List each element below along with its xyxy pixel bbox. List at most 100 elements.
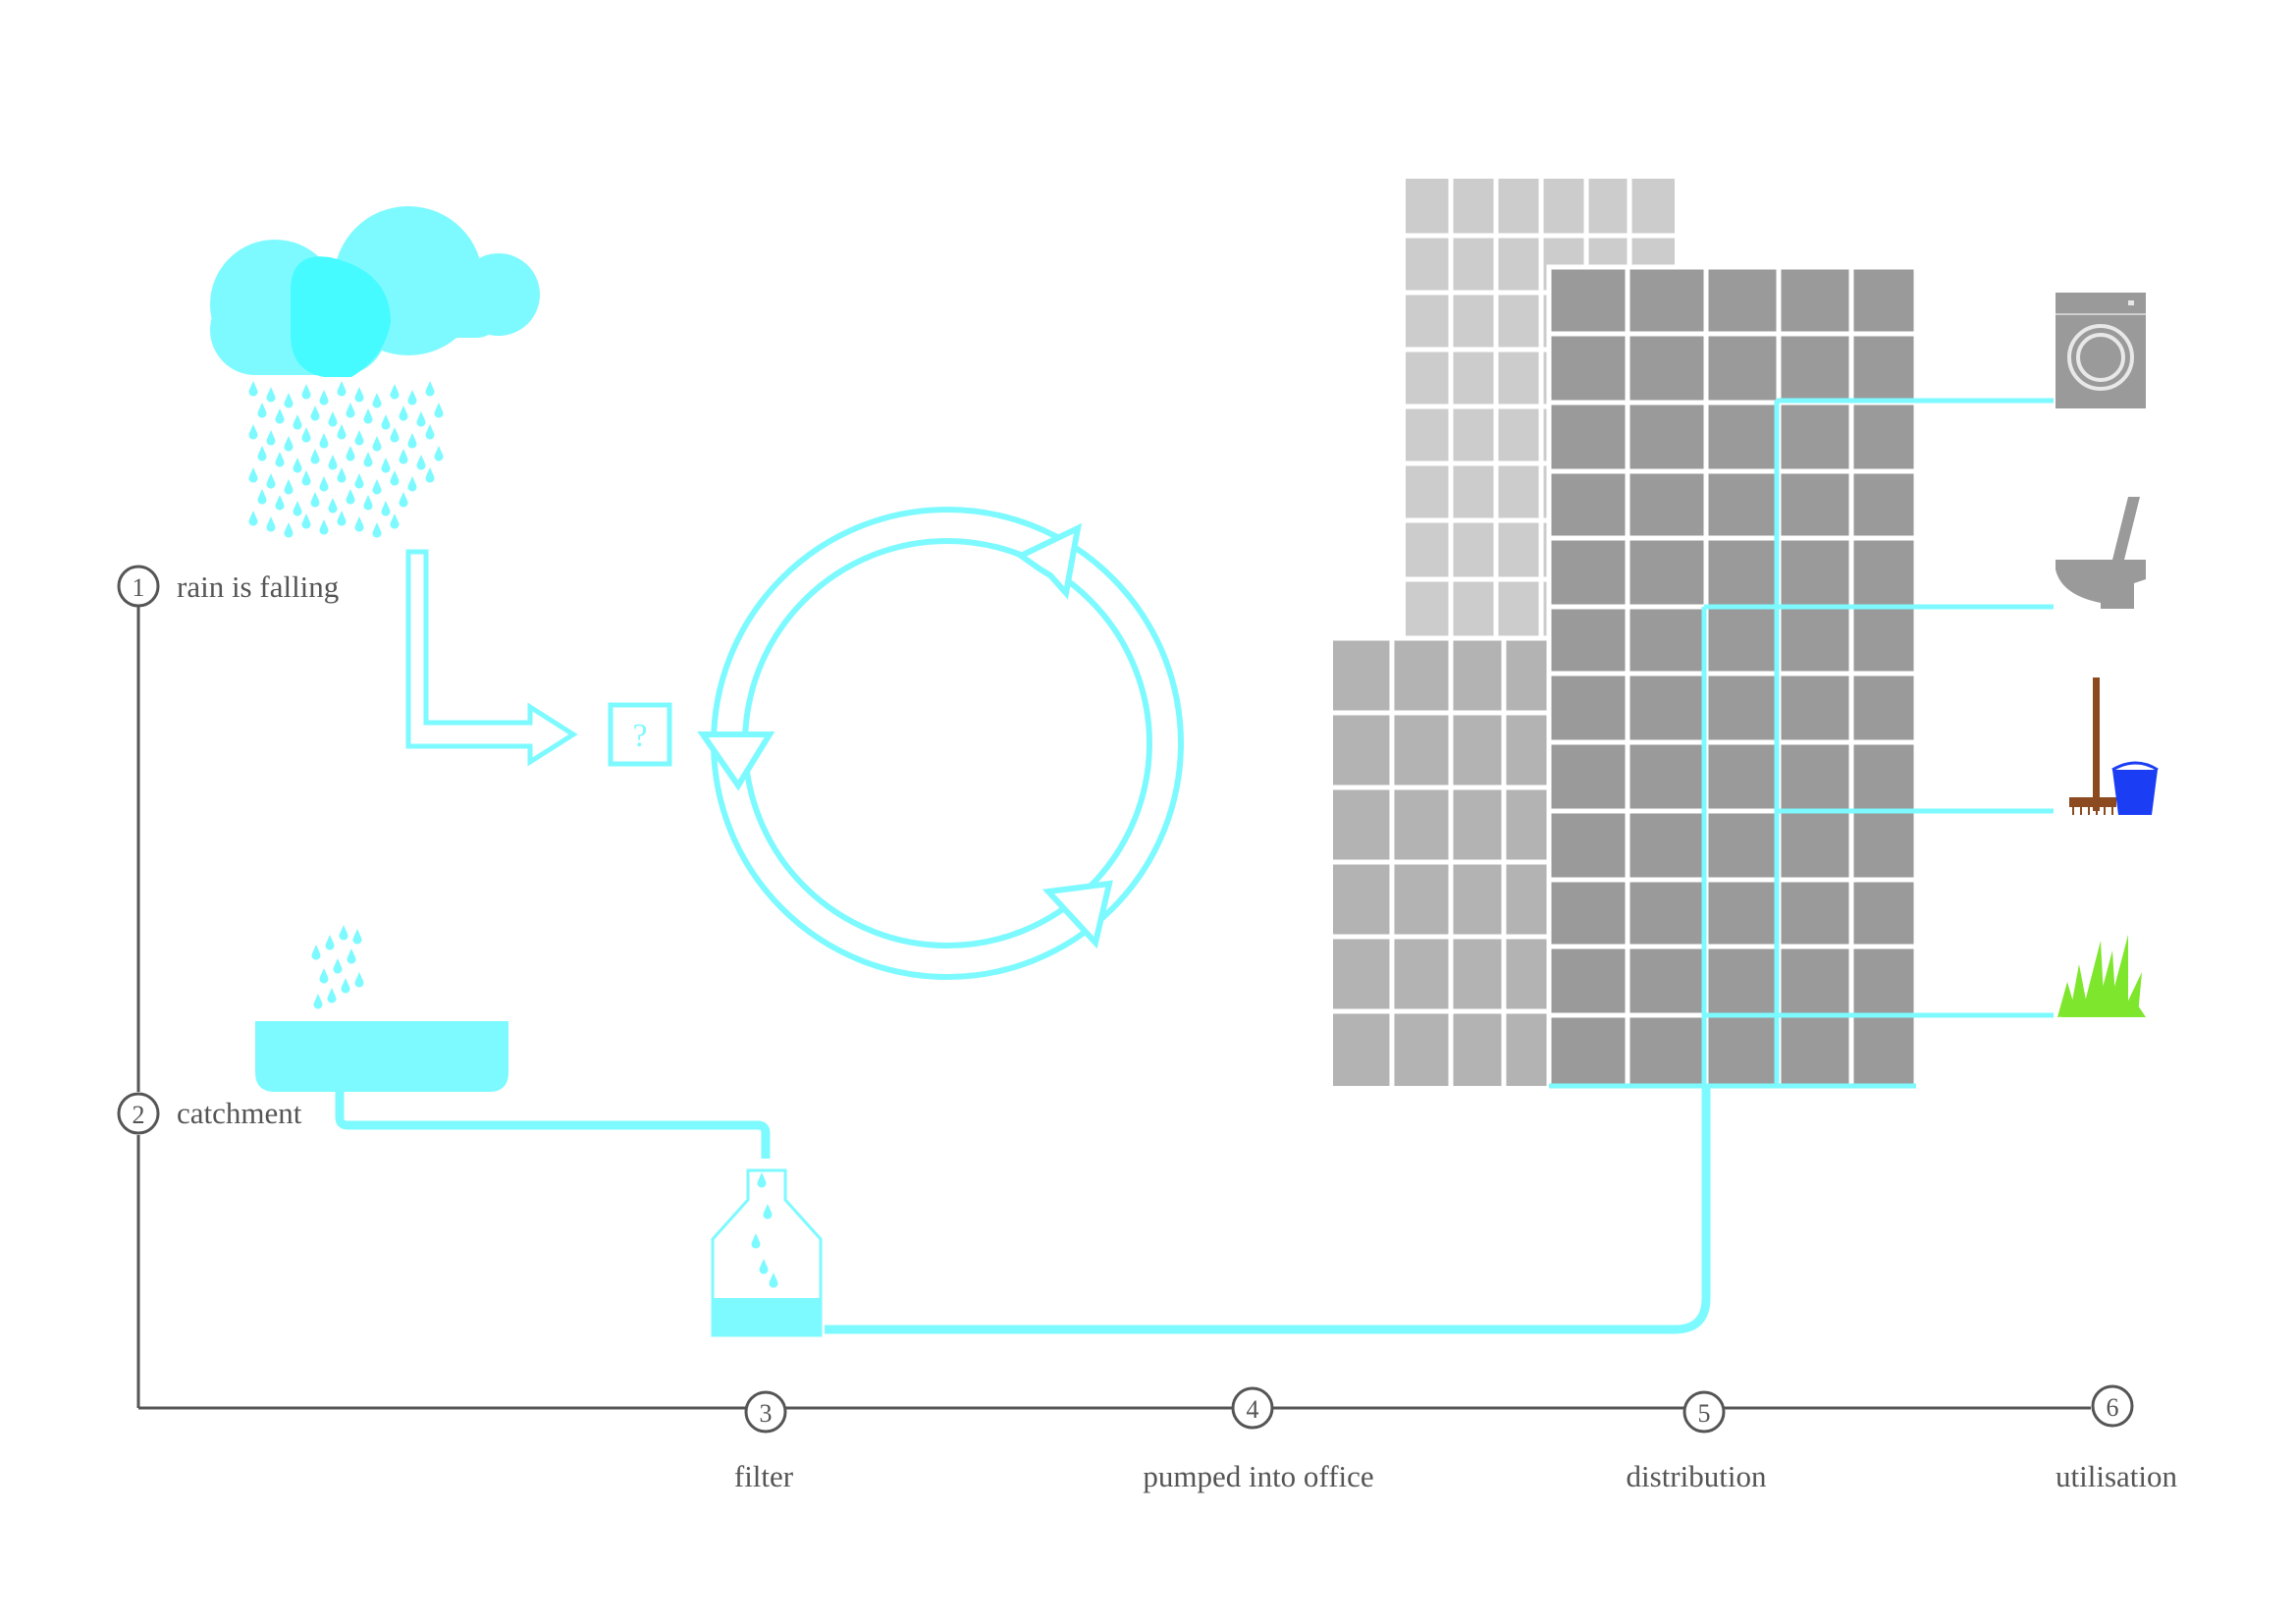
water-drop: [407, 390, 417, 406]
water-drop: [248, 511, 258, 526]
water-drop: [757, 1172, 767, 1188]
water-drop: [381, 501, 391, 516]
step-1: 1 rain is falling: [117, 565, 339, 608]
water-drop: [328, 411, 338, 427]
step-label: rain is falling: [177, 569, 339, 604]
water-drop: [416, 455, 426, 470]
water-drop: [319, 476, 329, 492]
water-drop: [319, 390, 329, 406]
water-drop: [372, 479, 382, 495]
water-drop: [390, 384, 400, 400]
water-drop: [390, 470, 400, 486]
water-drop: [337, 467, 347, 483]
step-number: 3: [760, 1399, 773, 1428]
step-2: 2 catchment: [117, 1092, 302, 1135]
step-label: utilisation: [2056, 1459, 2178, 1493]
toilet-icon: [2056, 497, 2146, 609]
water-drop: [354, 516, 364, 532]
filter-drops-icon: [751, 1172, 778, 1288]
step-number: 5: [1698, 1399, 1711, 1428]
water-drop: [354, 473, 364, 489]
water-drop: [310, 492, 320, 508]
water-drop: [407, 433, 417, 449]
water-drop: [341, 978, 350, 994]
step-label: catchment: [177, 1096, 302, 1130]
step-5: 5 distribution: [1627, 1390, 1767, 1493]
water-drop: [434, 403, 444, 418]
step-number: 6: [2107, 1393, 2119, 1422]
broom-and-bucket-icon: [2069, 677, 2159, 815]
water-drop: [313, 994, 323, 1009]
step-6: 6 utilisation: [2056, 1384, 2178, 1493]
water-drop: [337, 381, 347, 397]
water-drop: [372, 436, 382, 452]
water-drop: [352, 929, 362, 945]
water-drop: [333, 958, 343, 974]
water-drop: [257, 489, 267, 505]
pump-pipe: [825, 1086, 1711, 1334]
water-drop: [363, 408, 373, 424]
water-drop: [310, 449, 320, 464]
water-drop: [275, 452, 285, 467]
step-label: distribution: [1627, 1459, 1767, 1493]
water-drop: [372, 522, 382, 538]
water-drop: [759, 1259, 769, 1274]
distribution-pipes: [1549, 398, 2054, 1089]
water-drop: [319, 968, 329, 984]
grass-icon: [2057, 935, 2146, 1017]
building-left: [1333, 635, 1551, 1086]
water-drop: [301, 427, 311, 443]
water-drop: [339, 925, 348, 941]
water-drop: [372, 393, 382, 408]
building-main: [1546, 264, 1919, 1089]
water-drop: [363, 452, 373, 467]
water-drop: [301, 384, 311, 400]
elbow-arrow-icon: [405, 549, 578, 767]
water-drop: [319, 519, 329, 535]
water-drop: [293, 414, 302, 430]
water-drop: [354, 972, 364, 988]
water-drop: [266, 473, 276, 489]
water-drop: [284, 479, 294, 495]
unknown-step-box: ?: [608, 702, 672, 767]
water-drop: [347, 948, 356, 964]
water-drop: [266, 516, 276, 532]
water-drop: [328, 455, 338, 470]
water-drop: [751, 1233, 761, 1249]
water-drop: [407, 476, 417, 492]
water-drop: [381, 414, 391, 430]
water-drop: [346, 489, 355, 505]
water-drop: [434, 446, 444, 461]
step-number: 1: [133, 573, 145, 602]
water-drop: [346, 403, 355, 418]
water-drop: [363, 495, 373, 511]
water-drop: [763, 1204, 773, 1219]
water-drop: [310, 406, 320, 421]
water-drop: [266, 387, 276, 403]
water-drop: [399, 492, 408, 508]
water-drop: [325, 935, 335, 950]
water-drop: [248, 467, 258, 483]
water-drop: [284, 522, 294, 538]
water-drop: [425, 381, 435, 397]
water-drop: [284, 436, 294, 452]
water-drop: [425, 424, 435, 440]
cycle-arrows-icon: [697, 507, 1184, 980]
cloud-icon: [210, 206, 540, 377]
water-drop: [354, 387, 364, 403]
rain-drops-icon: [248, 381, 444, 538]
water-drop: [266, 430, 276, 446]
step-3: 3 filter: [734, 1390, 794, 1493]
timeline: [136, 606, 2091, 1410]
step-label: filter: [734, 1459, 794, 1493]
water-drop: [293, 458, 302, 473]
step-number: 2: [133, 1101, 145, 1129]
water-drop: [381, 458, 391, 473]
water-drop: [337, 511, 347, 526]
water-drop: [248, 381, 258, 397]
water-drop: [275, 495, 285, 511]
water-drop: [293, 501, 302, 516]
water-drop: [354, 430, 364, 446]
water-drop: [284, 393, 294, 408]
